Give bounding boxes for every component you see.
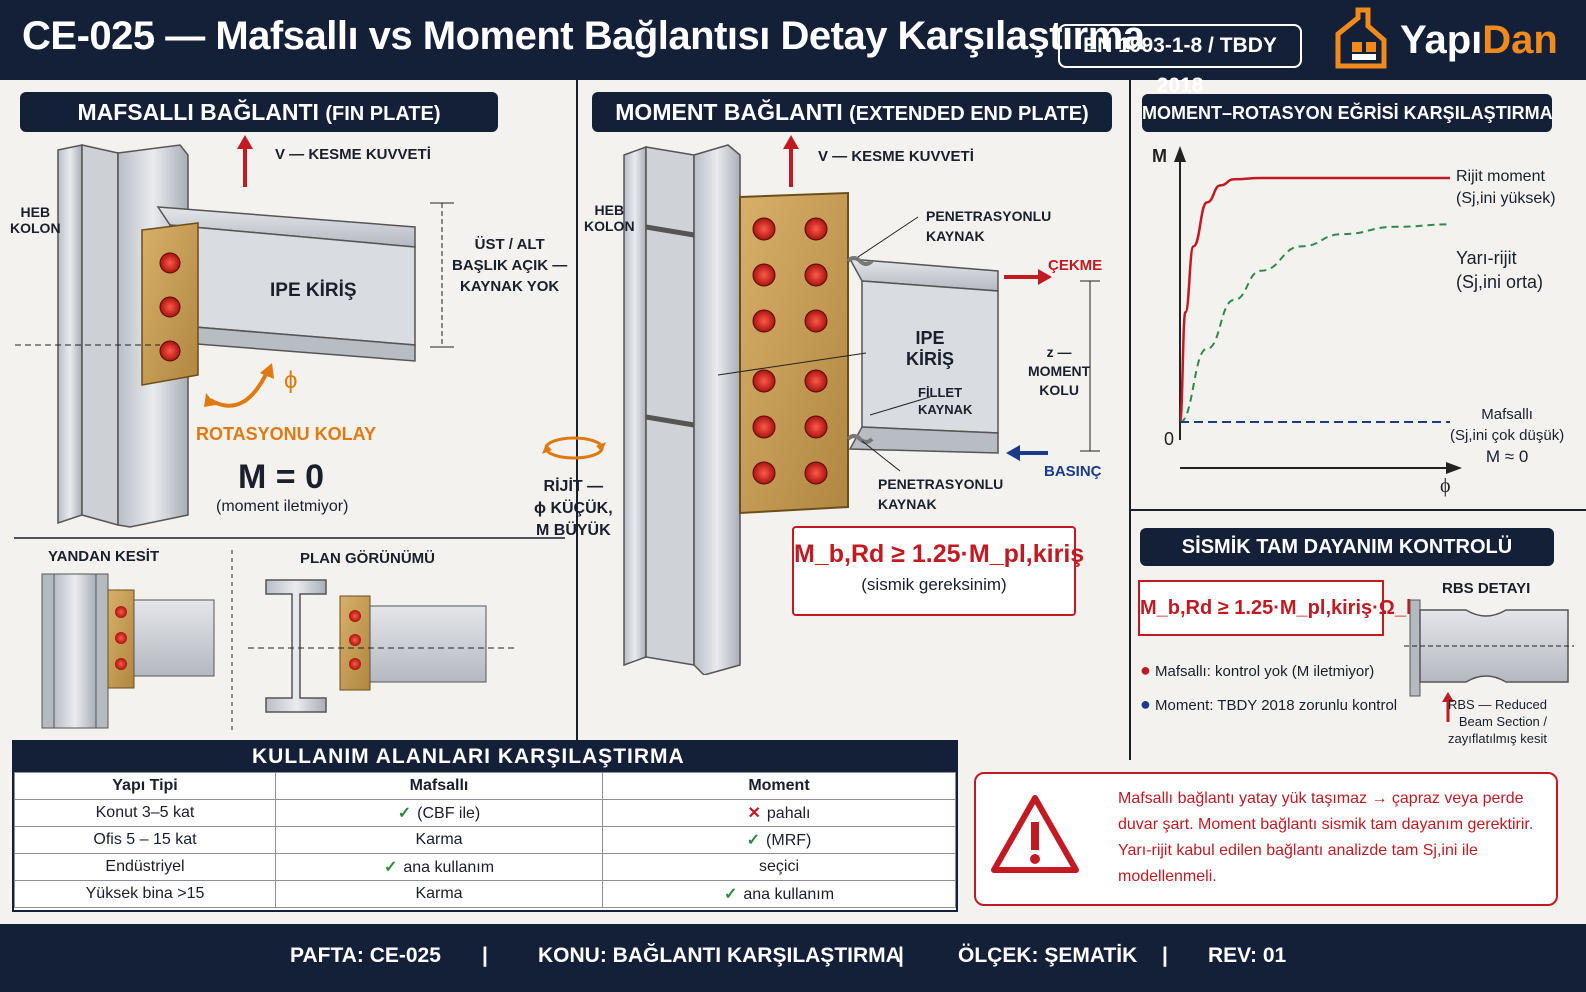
cell-pinned: ✓(CBF ile) (275, 799, 603, 827)
check-icon: ✓ (397, 805, 412, 822)
cell-type: Konut 3–5 kat (14, 799, 276, 827)
moment-formula-note: (sismik gereksinim) (861, 575, 1007, 594)
cell-moment: ✕pahalı (602, 799, 956, 827)
series-line-1 (1179, 223, 1451, 423)
pinned-title: MAFSALLI BAĞLANTI (FIN PLATE) (20, 92, 498, 132)
footer-sep: | (1162, 944, 1168, 967)
col-header-moment: Moment (602, 772, 956, 800)
beam-label: IPE KİRİŞ (270, 280, 357, 301)
page-title: CE-025 — Mafsallı vs Moment Bağlantısı D… (22, 14, 1145, 58)
bolt-group (752, 217, 828, 485)
table-row: Yüksek bina >15 Karma ✓ana kullanım (14, 880, 956, 908)
compression-label: BASINÇ (1044, 463, 1102, 480)
cell-type: Yüksek bina >15 (14, 880, 276, 908)
series-line-0 (1178, 176, 1450, 424)
table-row: Endüstriyel ✓ana kullanım seçici (14, 853, 956, 881)
moment-shear-label: V — KESME KUVVETİ (818, 148, 974, 165)
table-row: Konut 3–5 kat ✓(CBF ile) ✕pahalı (14, 799, 956, 827)
bolt-icon (159, 340, 181, 362)
y-axis-label: M (1152, 146, 1167, 166)
rotation-cycle-icon (542, 436, 606, 460)
lever-arm-label: z — MOMENT KOLU (1028, 344, 1091, 398)
pinned-connection-drawing (15, 135, 454, 528)
warning-box: Mafsallı bağlantı yatay yük taşımaz → ça… (974, 772, 1558, 906)
warning-text: Mafsallı bağlantı yatay yük taşımaz → ça… (1118, 790, 1534, 885)
footer-sep: | (898, 944, 904, 967)
origin-label: 0 (1164, 429, 1174, 449)
legend-semirigid: Yarı-rijit(Sj,ini orta) (1456, 248, 1544, 292)
footer-subject: KONU: BAĞLANTI KARŞILAŞTIRMA (538, 944, 901, 967)
shear-label: V — KESME KUVVETİ (275, 146, 431, 163)
moment-zero: M = 0 (238, 458, 324, 496)
weld-bottom-label: PENETRASYONLU KAYNAK (878, 476, 1004, 512)
cell-moment: seçici (602, 853, 956, 881)
footer-sheet: PAFTA: CE-025 (290, 944, 441, 967)
column-label: HEB KOLON (10, 204, 61, 236)
moment-beam-label: IPE KİRİŞ (906, 328, 955, 369)
tension-label: ÇEKME (1048, 257, 1103, 274)
legend-pinned: Mafsallı(Sj,ini çok düşük)M ≈ 0 (1450, 406, 1565, 466)
moment-formula-box: M_b,Rd ≥ 1.25·M_pl,kiriş (sismik gereksi… (792, 526, 1085, 616)
rbs-note: RBS — Reduced Beam Section / zayıflatılm… (1448, 697, 1547, 746)
legend-rigid: Rijit moment(Sj,ini yüksek) (1456, 168, 1556, 207)
rbs-detail-drawing (1404, 599, 1574, 697)
table-row: Ofis 5 – 15 kat Karma ✓(MRF) (14, 826, 956, 854)
moment-formula: M_b,Rd ≥ 1.25·M_pl,kiriş (794, 540, 1085, 568)
cell-pinned: Karma (275, 826, 603, 854)
rbs-arrow-icon (1442, 692, 1454, 722)
table-header-row: Yapı Tipi Mafsallı Moment (14, 772, 956, 800)
seismic-formula: M_b,Rd ≥ 1.25·M_pl,kiriş·Ω_h (1138, 580, 1418, 636)
brand-name: YapıDan (1400, 18, 1558, 62)
col-header-type: Yapı Tipi (14, 772, 276, 800)
cell-moment: ✓ana kullanım (602, 880, 956, 908)
rigid-label: RİJİT — ϕ KÜÇÜK, M BÜYÜK (534, 478, 613, 539)
warning-icon (991, 795, 1079, 873)
weld-top-label: PENETRASYONLU KAYNAK (926, 208, 1052, 244)
pinned-section-drawings (41, 573, 518, 729)
seismic-title: SİSMİK TAM DAYANIM KONTROLÜ (1140, 528, 1554, 566)
footer-bar (0, 924, 1586, 992)
cell-type: Endüstriyel (14, 853, 276, 881)
plan-view-label: PLAN GÖRÜNÜMÜ (300, 550, 435, 567)
usage-title: KULLANIM ALANLARI KARŞILAŞTIRMA (14, 742, 956, 772)
check-icon: ✓ (746, 832, 761, 849)
brand-logo-icon (1335, 7, 1387, 69)
footer-scale: ÖLÇEK: ŞEMATİK (958, 944, 1138, 967)
usage-table: Yapı Tipi Mafsallı Moment Konut 3–5 kat … (14, 772, 956, 908)
cross-icon: ✕ (747, 805, 761, 822)
fillet-label: FİLLET KAYNAK (918, 385, 973, 417)
moment-rotation-chart: M ϕ 0 (1152, 146, 1462, 497)
check-icon: ✓ (723, 886, 738, 903)
standard-badge: EN 1993-1-8 / TBDY 2018 (1058, 24, 1302, 97)
bullet-moment: ● Moment: TBDY 2018 zorunlu kontrol (1140, 694, 1398, 714)
cell-pinned: ✓ana kullanım (275, 853, 603, 881)
side-view-label: YANDAN KESİT (48, 548, 160, 565)
moment-column-label: HEB KOLON (584, 202, 635, 234)
panel-dividers (14, 80, 1586, 760)
usage-table-box: KULLANIM ALANLARI KARŞILAŞTIRMA Yapı Tip… (12, 740, 958, 912)
col-header-pinned: Mafsallı (275, 772, 603, 800)
flange-note: ÜST / ALT BAŞLIK AÇIK — KAYNAK YOK (452, 236, 568, 295)
cell-type: Ofis 5 – 15 kat (14, 826, 276, 854)
footer-rev: REV: 01 (1208, 944, 1287, 967)
cell-pinned: Karma (275, 880, 603, 908)
x-axis-label: ϕ (1440, 475, 1451, 497)
moment-note: (moment iletmiyor) (216, 498, 349, 515)
bolt-icon (159, 252, 181, 274)
footer-sep: | (482, 944, 488, 967)
check-icon: ✓ (383, 859, 398, 876)
bolt-icon (159, 296, 181, 318)
cell-moment: ✓(MRF) (602, 826, 956, 854)
rbs-title: RBS DETAYI (1442, 580, 1531, 597)
chart-title: MOMENT–ROTASYON EĞRİSİ KARŞILAŞTIRMA (1142, 94, 1553, 132)
phi-label: ϕ (284, 367, 298, 394)
moment-title: MOMENT BAĞLANTI (EXTENDED END PLATE) (592, 92, 1112, 132)
header-bar (0, 0, 1586, 80)
bullet-pinned: ● Mafsallı: kontrol yok (M iletmiyor) (1140, 660, 1375, 680)
rotation-label: ROTASYONU KOLAY (196, 424, 377, 444)
moment-connection-drawing (623, 135, 1100, 675)
